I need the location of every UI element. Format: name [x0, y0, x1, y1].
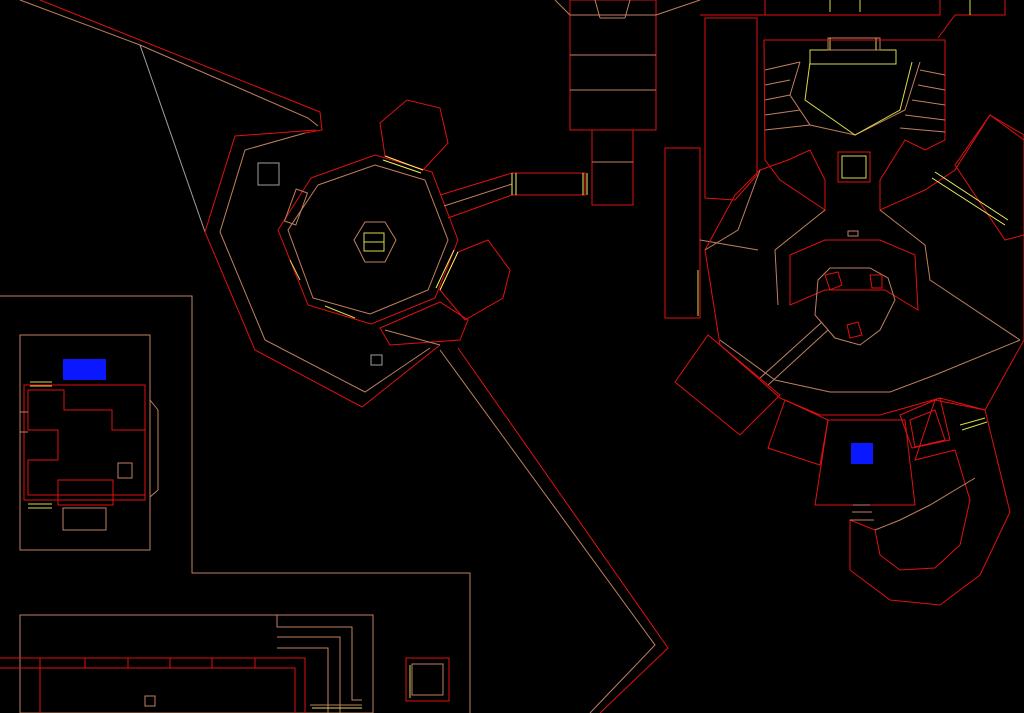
temple-complex — [700, 0, 1024, 416]
octagon-room — [277, 99, 511, 346]
west-block — [0, 295, 471, 713]
north-stairs — [554, 0, 759, 319]
blue-marker-east — [851, 443, 873, 464]
diagonal-corridor — [19, 0, 441, 408]
south-west-building — [0, 614, 450, 713]
south-ramp — [439, 347, 669, 713]
east-corridor — [439, 172, 588, 219]
blue-marker-west — [63, 359, 106, 380]
south-east-chambers — [674, 334, 1011, 606]
